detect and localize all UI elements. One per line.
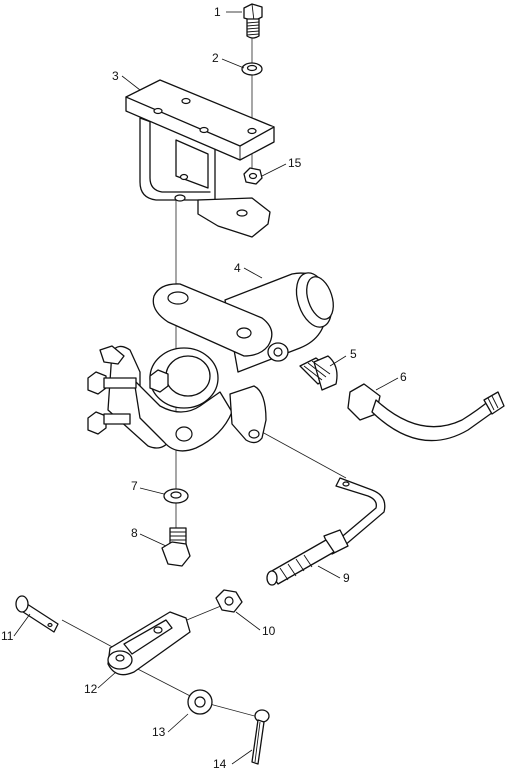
callout-11: 11 [1, 629, 14, 643]
callout-7: 7 [131, 479, 138, 493]
part-11-clevis-pin [15, 595, 59, 633]
callout-12: 12 [84, 682, 98, 696]
assembly-centerlines [61, 36, 347, 719]
part-10-nut [215, 589, 243, 613]
callout-5: 5 [350, 347, 357, 361]
part-9-rod [266, 477, 386, 586]
callout-leaders [13, 11, 399, 765]
part-3-mounting-bracket [125, 79, 275, 238]
part-2-lock-washer [241, 62, 263, 76]
part-13-washer [187, 689, 213, 715]
callout-1: 1 [214, 5, 221, 19]
callout-labels: 1 2 3 4 5 6 7 8 9 10 11 12 13 14 15 [1, 5, 407, 770]
callout-13: 13 [152, 725, 166, 739]
callout-8: 8 [131, 526, 138, 540]
callout-15: 15 [288, 156, 302, 170]
callout-6: 6 [400, 370, 407, 384]
part-15-nut [243, 167, 263, 185]
part-1-hex-bolt [243, 3, 263, 39]
part-7-washer [163, 488, 189, 504]
callout-14: 14 [213, 757, 227, 770]
part-14-cotter-pin [251, 709, 270, 765]
part-8-hex-bolt [161, 527, 191, 567]
callout-10: 10 [262, 624, 276, 638]
callout-4: 4 [234, 261, 241, 275]
callout-3: 3 [112, 69, 119, 83]
callout-2: 2 [212, 51, 219, 65]
part-12-clevis [107, 611, 191, 676]
part-5-fitting [299, 355, 338, 391]
callout-9: 9 [343, 571, 350, 585]
part-4-main-housing [87, 272, 334, 452]
part-6-hose [347, 383, 505, 442]
